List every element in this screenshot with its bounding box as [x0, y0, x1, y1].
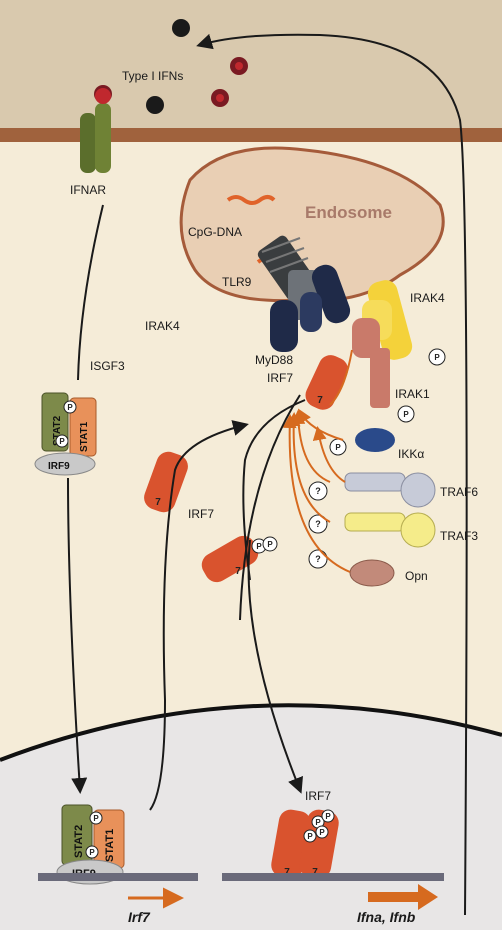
svg-text:P: P [307, 832, 313, 841]
irak1-label: IRAK1 [395, 387, 430, 401]
irf7-center-label: IRF7 [267, 371, 293, 385]
ikka-label: IKKα [398, 447, 424, 461]
svg-text:P: P [325, 812, 331, 821]
svg-text:P: P [67, 403, 73, 412]
svg-text:?: ? [315, 486, 321, 496]
svg-text:STAT1: STAT1 [79, 421, 90, 452]
svg-text:STAT1: STAT1 [104, 829, 116, 862]
irf7-dimer-nucleus: 7 7 P P P P [269, 808, 340, 881]
svg-text:P: P [89, 848, 95, 857]
traf6-label: TRAF6 [440, 485, 478, 499]
gene-ifn-label: Ifna, Ifnb [357, 909, 416, 925]
phospho-irak1: P [429, 349, 445, 365]
svg-text:IRF9: IRF9 [48, 461, 70, 472]
isgf3-complex-cytoplasm: STAT2 STAT1 IRF9 P P [35, 393, 96, 475]
opn-label: Opn [405, 569, 428, 583]
isgf3-complex-nucleus: STAT2 STAT1 IRF9 P P [57, 805, 124, 884]
isgf3-label: ISGF3 [90, 359, 125, 373]
svg-text:?: ? [315, 519, 321, 529]
myd88-label: MyD88 [255, 353, 293, 367]
unknown-marker-3: ? [309, 550, 327, 568]
endosome-label: Endosome [305, 203, 392, 222]
svg-text:P: P [267, 540, 273, 549]
gene-irf7-label: Irf7 [128, 909, 151, 925]
cell-membrane [0, 128, 502, 142]
tlr9-label: TLR9 [222, 275, 252, 289]
dna-ifn-promoter [222, 873, 444, 881]
traf3-label: TRAF3 [440, 529, 478, 543]
svg-text:P: P [59, 437, 65, 446]
opn-protein [350, 560, 394, 586]
svg-text:7: 7 [155, 497, 161, 508]
svg-text:7: 7 [317, 395, 323, 406]
phospho-irak1-b: P [398, 406, 414, 422]
svg-text:P: P [319, 828, 325, 837]
dna-irf7-promoter [38, 873, 198, 881]
irf7-left-label: IRF7 [188, 507, 214, 521]
svg-text:P: P [256, 542, 262, 551]
phospho-ikka: P [330, 439, 346, 455]
svg-text:P: P [403, 410, 409, 419]
svg-text:P: P [335, 443, 341, 452]
ikka-kinase [355, 428, 395, 452]
svg-text:P: P [315, 818, 321, 827]
ifnar-label: IFNAR [70, 183, 106, 197]
svg-text:P: P [434, 353, 440, 362]
svg-text:P: P [93, 814, 99, 823]
svg-text:STAT2: STAT2 [73, 825, 85, 858]
svg-text:7: 7 [235, 566, 241, 577]
unknown-marker-1: ? [309, 482, 327, 500]
type1-ifns-label: Type I IFNs [122, 69, 183, 83]
cpg-dna-label: CpG-DNA [188, 225, 242, 239]
irak4-right-label: IRAK4 [410, 291, 445, 305]
svg-text:?: ? [315, 554, 321, 564]
irf7-nucleus-label: IRF7 [305, 789, 331, 803]
irak4-left-label: IRAK4 [145, 319, 180, 333]
